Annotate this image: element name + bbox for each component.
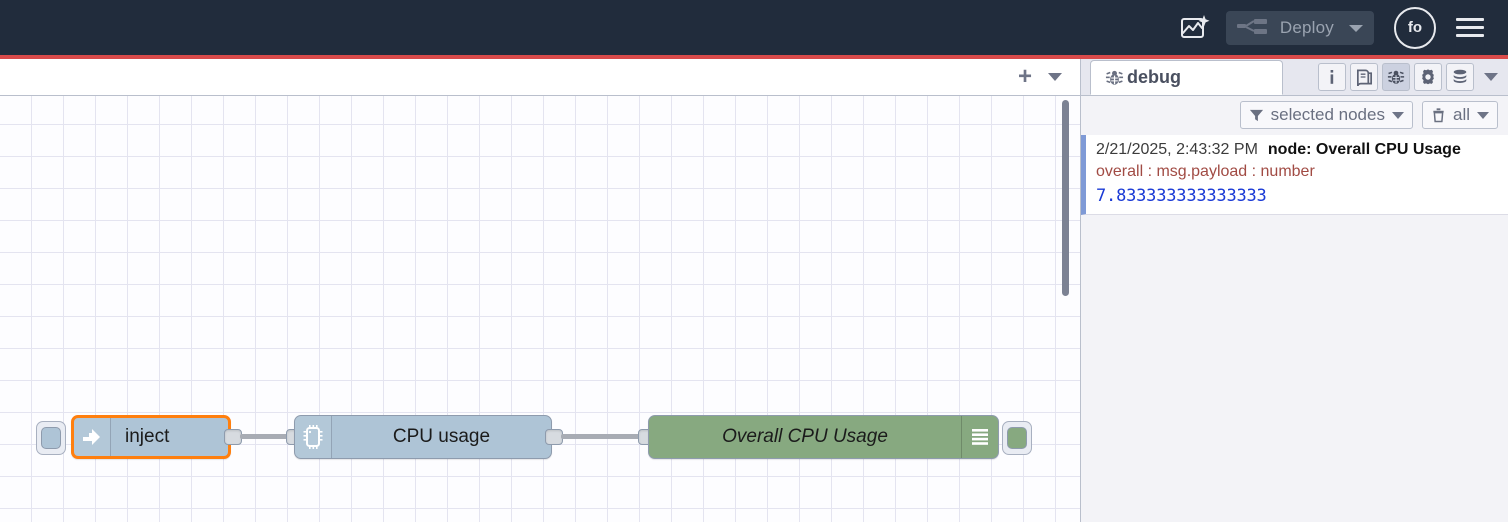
clear-messages-label: all [1452,105,1470,124]
cpu-chip-icon [295,416,332,458]
header-actions: Deploy fo [1172,0,1492,55]
flow-tabbar: + [0,59,1080,96]
help-book-icon[interactable] [1350,63,1378,91]
node-filter-label: selected nodes [1270,105,1385,124]
deploy-icon [1236,18,1267,34]
debug-bug-icon[interactable] [1382,63,1410,91]
canvas-vertical-scrollbar[interactable] [1062,100,1069,296]
bug-icon [1105,70,1124,85]
deploy-label: Deploy [1279,17,1334,37]
wire-cpu-to-debug [561,434,646,439]
inject-arrow-icon [74,418,111,456]
debug-message-value: 7.833333333333333 [1096,186,1267,206]
tab-debug[interactable]: debug [1090,60,1283,95]
image-sparkle-icon[interactable] [1172,8,1218,48]
config-gear-icon[interactable] [1414,63,1442,91]
node-cpu-usage-label: CPU usage [392,426,491,447]
trash-icon [1433,108,1444,123]
sidebar: debug [1081,59,1508,522]
debug-message-list[interactable]: 2/21/2025, 2:43:32 PM node: Overall CPU U… [1081,135,1508,522]
funnel-icon [1249,109,1263,121]
user-avatar[interactable]: fo [1394,6,1436,49]
node-filter-button[interactable]: selected nodes [1239,101,1413,129]
flow-editor: + inject [0,59,1081,522]
inject-trigger-button-inner [41,427,61,449]
debug-message-topic: overall : msg.payload : number [1096,163,1315,180]
debug-message-source-node: node: Overall CPU Usage [1267,141,1461,158]
node-inject-label: inject [125,426,170,447]
debug-enable-toggle[interactable] [1002,421,1032,455]
flow-tabbar-actions: + [1018,59,1062,95]
node-filter-chevron-down-icon [1391,111,1404,119]
wire-inject-to-cpu [240,434,295,439]
tab-debug-label: debug [1127,67,1181,87]
node-inject[interactable]: inject [71,415,231,459]
hamburger-menu-icon[interactable] [1448,8,1492,48]
debug-message-timestamp: 2/21/2025, 2:43:32 PM [1096,141,1258,158]
node-cpu-usage[interactable]: CPU usage [294,415,552,459]
node-overall-cpu-usage[interactable]: Overall CPU Usage [648,415,999,459]
clear-messages-chevron-down-icon [1477,111,1489,119]
add-flow-button[interactable]: + [1017,63,1032,90]
header-accent-line [0,55,1508,59]
deploy-button[interactable]: Deploy [1225,10,1374,45]
flow-list-chevron-down-icon[interactable] [1048,73,1062,81]
deploy-dropdown-chevron-down-icon [1349,24,1363,32]
debug-message-header: 2/21/2025, 2:43:32 PM node: Overall CPU U… [1096,141,1500,159]
inject-trigger-button[interactable] [36,421,66,455]
info-icon[interactable] [1318,63,1346,91]
clear-messages-button[interactable]: all [1421,101,1498,129]
context-data-icon[interactable] [1446,63,1474,91]
debug-message[interactable]: 2/21/2025, 2:43:32 PM node: Overall CPU U… [1081,135,1508,215]
sidebar-filter-row: selected nodes all [1081,96,1508,134]
debug-enable-toggle-inner [1007,427,1027,449]
flow-canvas[interactable]: inject [0,96,1080,522]
node-overall-cpu-usage-label: Overall CPU Usage [722,426,888,447]
sidebar-tools [1318,61,1498,93]
avatar-initials: fo [1407,19,1423,36]
debug-bars-icon [961,416,998,458]
sidebar-tools-chevron-down-icon[interactable] [1484,73,1498,81]
app-header: Deploy fo [0,0,1508,55]
sidebar-tabrow: debug [1081,59,1508,96]
